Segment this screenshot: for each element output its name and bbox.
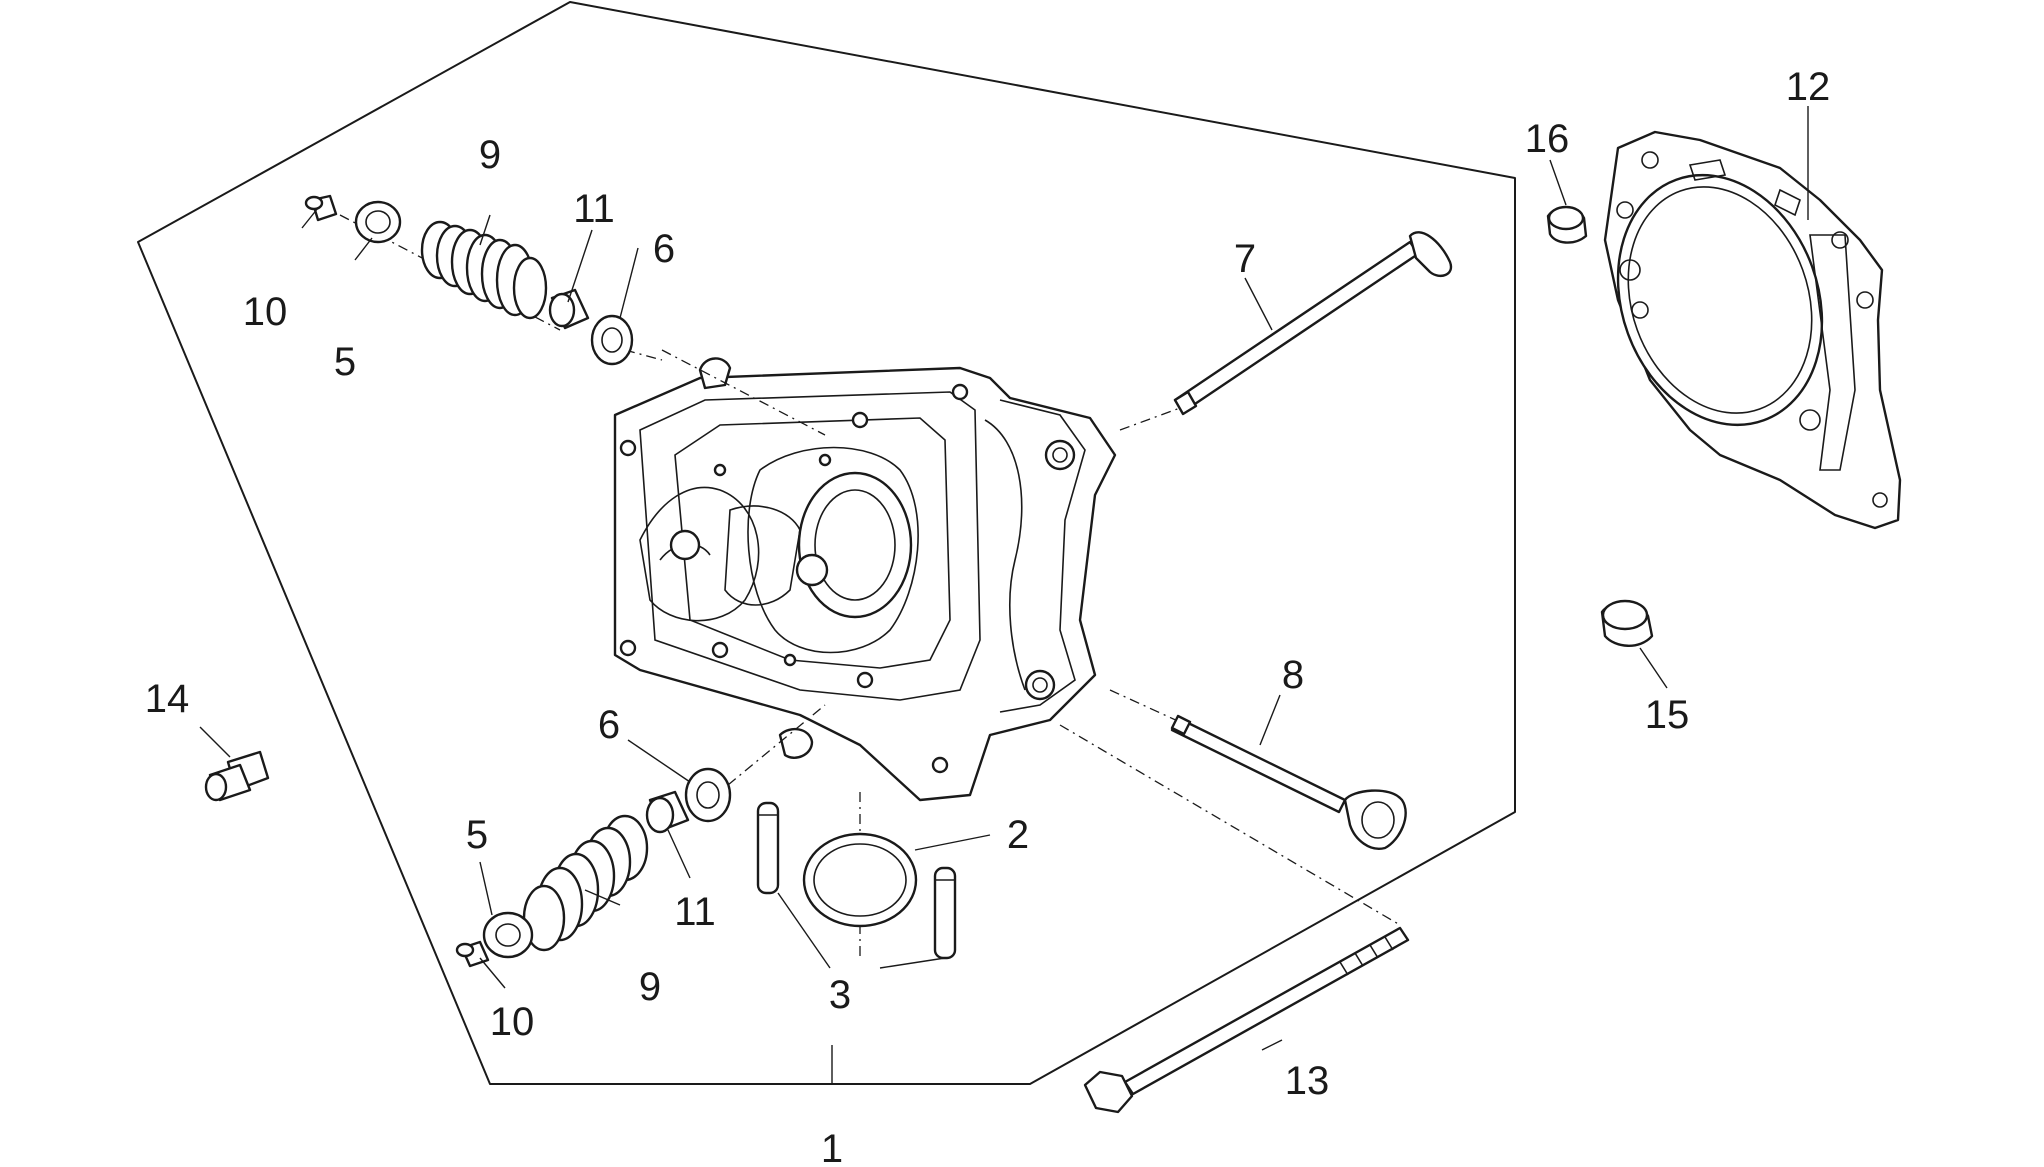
head-gasket bbox=[1603, 130, 1902, 530]
callout-8: 8 bbox=[1282, 653, 1304, 697]
callout-9-upper: 9 bbox=[479, 133, 501, 177]
plug bbox=[204, 750, 270, 802]
spring-retainer-upper bbox=[354, 200, 402, 244]
dowel-pin-left bbox=[756, 801, 780, 895]
callout-9-lower: 9 bbox=[639, 965, 661, 1009]
valve-cotter-upper bbox=[304, 194, 338, 222]
axis-line-valve-8 bbox=[1109, 689, 1181, 723]
valve-spring-upper bbox=[420, 220, 548, 320]
bush-16 bbox=[1546, 205, 1588, 244]
callout-11-lower: 11 bbox=[674, 890, 716, 934]
callout-13: 13 bbox=[1285, 1059, 1330, 1103]
callout-2: 2 bbox=[1007, 813, 1029, 857]
bush-15 bbox=[1600, 599, 1654, 647]
callout-10-lower: 10 bbox=[490, 1000, 535, 1044]
callout-15: 15 bbox=[1645, 693, 1690, 737]
callout-6-lower: 6 bbox=[598, 703, 620, 747]
callout-1: 1 bbox=[821, 1127, 843, 1167]
valve-spring-lower bbox=[522, 814, 649, 952]
spring-seat-lower bbox=[684, 767, 732, 823]
callout-5-upper: 5 bbox=[334, 340, 356, 384]
callout-6-upper: 6 bbox=[653, 227, 675, 271]
callout-3: 3 bbox=[829, 973, 851, 1017]
leader-lines bbox=[199, 106, 1809, 1084]
callout-10-upper: 10 bbox=[243, 290, 288, 334]
exhaust-gasket-ring bbox=[802, 832, 918, 928]
axis-line-upper-valve-2 bbox=[624, 349, 663, 361]
valve-8 bbox=[1170, 714, 1407, 850]
callout-14: 14 bbox=[145, 677, 190, 721]
callout-12: 12 bbox=[1786, 65, 1831, 109]
valve-7 bbox=[1173, 231, 1453, 416]
axis-line-upper-valve bbox=[661, 349, 826, 436]
cylinder-head bbox=[613, 357, 1117, 802]
dowel-pin-right bbox=[933, 866, 957, 960]
valve-seal-upper bbox=[548, 288, 590, 330]
valve-seal-lower bbox=[645, 790, 690, 834]
callout-5-lower: 5 bbox=[466, 813, 488, 857]
axis-line-lower-valve bbox=[727, 704, 826, 786]
axis-line-valve-7 bbox=[1119, 407, 1181, 431]
head-bolt bbox=[1083, 926, 1410, 1114]
callout-16: 16 bbox=[1525, 117, 1570, 161]
callout-7: 7 bbox=[1234, 237, 1256, 281]
assembly-group-outline bbox=[137, 1, 1516, 1085]
spring-seat-upper bbox=[590, 314, 634, 366]
spring-retainer-lower bbox=[482, 911, 534, 959]
callout-11-upper: 11 bbox=[573, 187, 615, 231]
